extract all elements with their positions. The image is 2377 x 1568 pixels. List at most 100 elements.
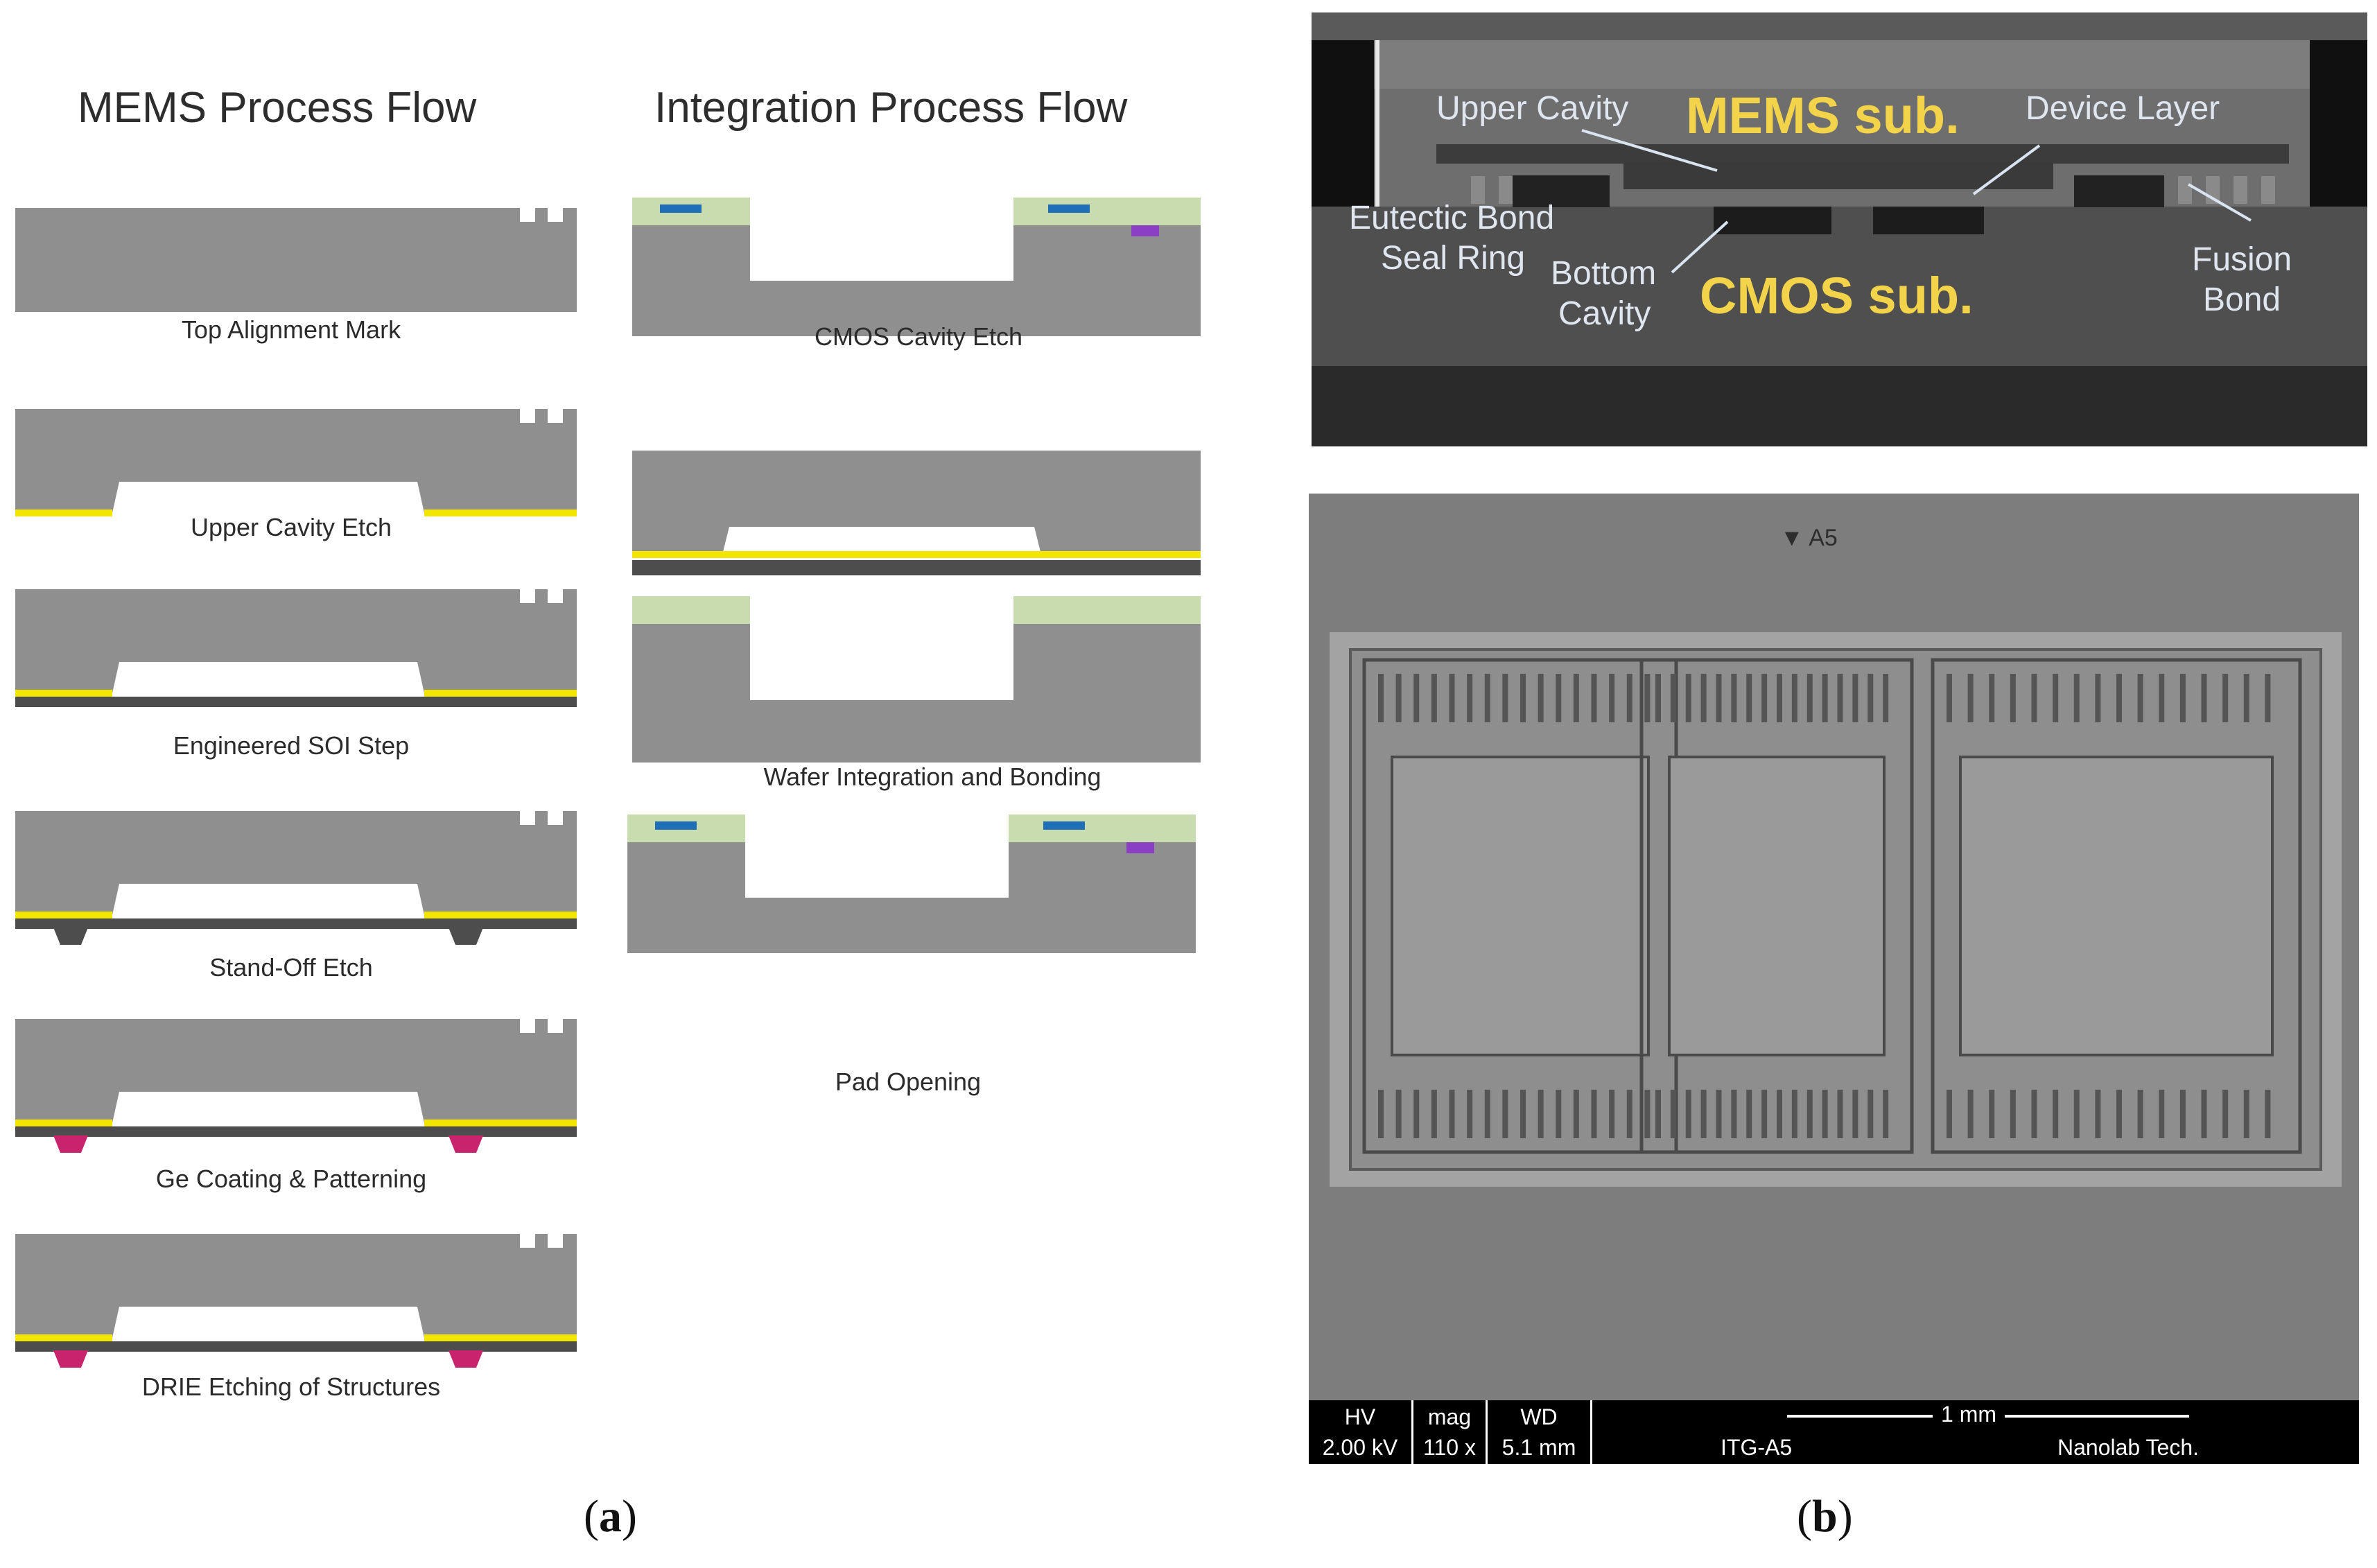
comb-finger <box>1837 1090 1843 1138</box>
comb-finger <box>1685 1090 1691 1138</box>
comb-finger <box>1626 1090 1632 1138</box>
comb-finger <box>2073 1090 2080 1138</box>
top-view-sem-drawing <box>1309 494 2359 1402</box>
integration-step-drawing <box>632 198 1201 336</box>
integration-step-drawing <box>632 451 1201 763</box>
comb-finger <box>1883 1090 1889 1138</box>
bottom-cavity-label-line1: Bottom <box>1551 255 1657 292</box>
hv-label: HV <box>1344 1404 1376 1429</box>
comb-finger <box>1746 674 1752 722</box>
caption-a: (a) <box>584 1491 637 1542</box>
integration-step-drawing <box>627 815 1196 953</box>
comb-finger <box>1777 1090 1782 1138</box>
comb-finger <box>1731 674 1737 722</box>
comb-finger <box>1822 674 1828 722</box>
mems-flow-title: MEMS Process Flow <box>78 84 477 132</box>
comb-finger <box>1716 1090 1722 1138</box>
mems-step-label: DRIE Etching of Structures <box>141 1373 441 1401</box>
comb-finger <box>2201 1090 2207 1138</box>
cross-section-sem-drawing <box>1312 12 2367 446</box>
comb-finger <box>1670 674 1676 722</box>
comb-finger <box>2159 1090 2165 1138</box>
integration-step-label: CMOS Cavity Etch <box>814 322 1023 351</box>
comb-finger <box>1761 1090 1768 1138</box>
comb-finger <box>1449 1090 1455 1138</box>
mems-step-drawing <box>15 208 577 312</box>
comb-finger <box>2222 1090 2229 1138</box>
comb-finger <box>1520 674 1526 722</box>
comb-finger <box>2243 674 2249 722</box>
comb-finger <box>1431 1090 1437 1138</box>
comb-finger <box>1700 674 1707 722</box>
comb-finger <box>1378 1090 1384 1138</box>
mems-structure-block <box>1639 658 1914 1154</box>
comb-finger <box>1967 1090 1974 1138</box>
comb-finger <box>1947 674 1952 722</box>
comb-finger <box>1791 1090 1797 1138</box>
caption-b: (b) <box>1797 1491 1853 1542</box>
proof-mass <box>1668 756 1886 1056</box>
comb-finger <box>1670 1090 1676 1138</box>
comb-finger <box>2179 674 2186 722</box>
comb-finger <box>2137 1090 2143 1138</box>
comb-finger <box>1883 674 1889 722</box>
comb-finger <box>1685 674 1691 722</box>
mag-value: 110 x <box>1423 1435 1476 1460</box>
standoff-overlay <box>53 1135 483 1153</box>
sem-info-bar: HV 2.00 kV mag 110 x WD 5.1 mm 1 mm ITG-… <box>1309 1400 2359 1464</box>
comb-finger <box>1791 674 1797 722</box>
comb-finger <box>2053 1090 2059 1138</box>
mems-step-drawing <box>15 409 577 516</box>
comb-finger <box>1867 674 1874 722</box>
comb-finger <box>2116 674 2122 722</box>
comb-finger <box>1395 1090 1402 1138</box>
comb-finger <box>1431 674 1437 722</box>
comb-finger <box>1484 674 1490 722</box>
mems-step-label: Upper Cavity Etch <box>190 513 392 541</box>
comb-finger <box>2031 1090 2037 1138</box>
comb-finger <box>1609 674 1615 722</box>
comb-finger <box>1947 1090 1952 1138</box>
comb-finger <box>1644 1090 1651 1138</box>
mems-step-label: Top Alignment Mark <box>181 315 401 344</box>
comb-finger <box>2179 1090 2186 1138</box>
process-flow-panel: MEMS Process Flow Integration Process Fl… <box>0 0 1220 1456</box>
mag-label: mag <box>1427 1404 1472 1429</box>
comb-finger <box>1538 1090 1544 1138</box>
sample-marker: ▼ A5 <box>1780 525 1838 551</box>
comb-finger <box>1591 1090 1597 1138</box>
comb-finger <box>1644 674 1651 722</box>
device-layer-label: Device Layer <box>2026 90 2220 127</box>
integration-step-label: Pad Opening <box>835 1068 982 1096</box>
comb-finger <box>2053 674 2059 722</box>
fusion-bond-label-line1: Fusion <box>2192 241 2292 278</box>
comb-finger <box>1746 1090 1752 1138</box>
comb-finger <box>1967 674 1974 722</box>
comb-finger <box>2031 674 2037 722</box>
fusion-bond-label-line2: Bond <box>2203 281 2281 318</box>
comb-finger <box>2095 674 2101 722</box>
upper-cavity-label: Upper Cavity <box>1436 90 1629 127</box>
comb-finger <box>1655 1090 1661 1138</box>
mems-step-drawing <box>15 1019 577 1137</box>
integration-step-label: Wafer Integration and Bonding <box>763 763 1102 791</box>
comb-finger <box>1449 674 1455 722</box>
top-view-sem-image: ▼ A5 HV 2.00 kV mag 110 x WD 5.1 mm 1 mm… <box>1309 494 2359 1464</box>
mems-step-drawing <box>15 1234 577 1352</box>
comb-finger <box>1806 674 1813 722</box>
wd-label: WD <box>1520 1404 1558 1429</box>
comb-finger <box>1520 1090 1526 1138</box>
comb-finger <box>1591 674 1597 722</box>
comb-finger <box>1655 674 1661 722</box>
comb-finger <box>1867 1090 1874 1138</box>
comb-finger <box>1556 1090 1562 1138</box>
scale-label: 1 mm <box>1933 1402 2005 1427</box>
comb-finger <box>2073 674 2080 722</box>
cross-section-sem-image: Upper Cavity MEMS sub. Device Layer Eute… <box>1312 12 2367 446</box>
cmos-substrate-label: CMOS sub. <box>1700 267 1974 324</box>
mems-step-label: Stand-Off Etch <box>209 953 373 982</box>
comb-finger <box>1467 674 1473 722</box>
proof-mass <box>1391 756 1650 1056</box>
comb-finger <box>1700 1090 1707 1138</box>
comb-finger <box>1761 674 1768 722</box>
